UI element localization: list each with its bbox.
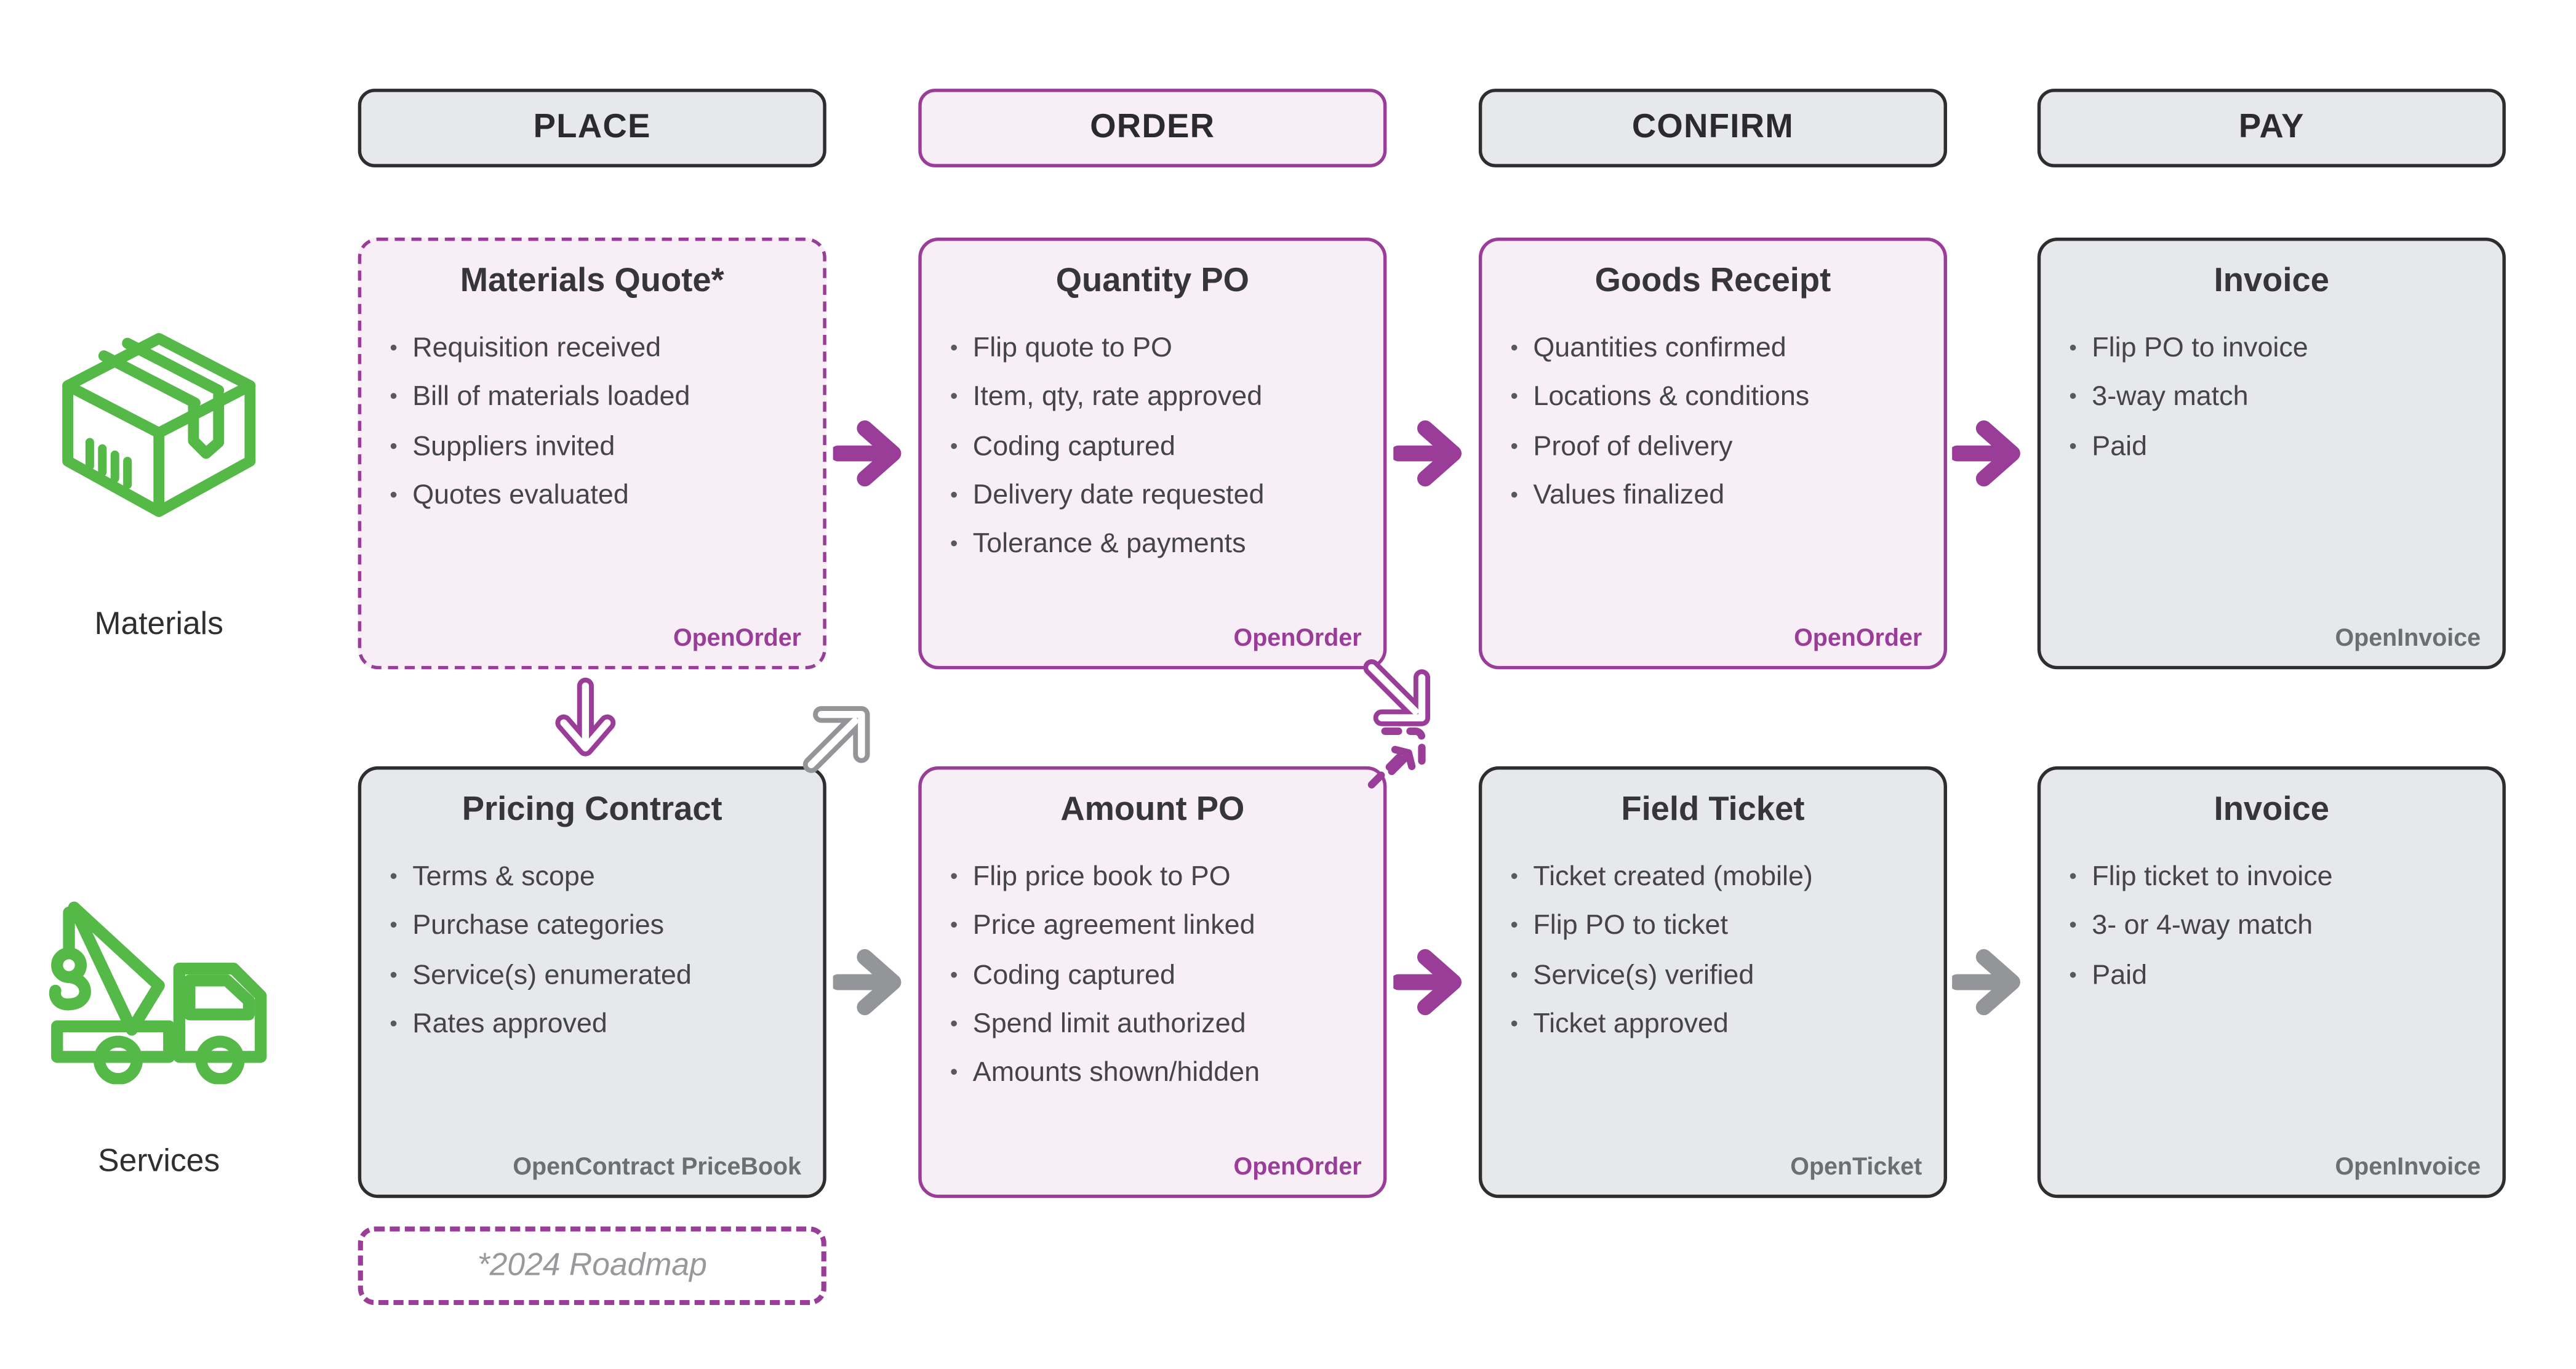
box-quantity-po: Quantity PO Flip quote to PO Item, qty, … (918, 237, 1387, 670)
bullet-item: Flip quote to PO (950, 324, 1370, 374)
box-title: Invoice (2214, 791, 2329, 829)
bullet-item: Bill of materials loaded (390, 374, 809, 423)
box-invoice-materials: Invoice Flip PO to invoice 3-way match P… (2037, 237, 2506, 670)
box-materials-quote: Materials Quote* Requisition received Bi… (358, 237, 826, 670)
bullet-list: Ticket created (mobile) Flip PO to ticke… (1482, 853, 1943, 1050)
column-header-confirm: CONFIRM (1478, 89, 1947, 167)
bullet-item: Proof of delivery (1511, 423, 1930, 472)
arrow-right-purple-icon (1952, 420, 2032, 487)
bullet-item: Purchase categories (390, 902, 809, 952)
bullet-item: Amounts shown/hidden (950, 1050, 1370, 1099)
bullet-item: Flip PO to ticket (1511, 902, 1930, 952)
bullet-item: Terms & scope (390, 853, 809, 902)
column-header-pay: PAY (2037, 89, 2506, 167)
bullet-item: Suppliers invited (390, 423, 809, 472)
bullet-item: Quotes evaluated (390, 472, 809, 521)
bullet-item: Service(s) enumerated (390, 952, 809, 1001)
bullet-item: Price agreement linked (950, 902, 1370, 952)
bullet-list: Flip PO to invoice 3-way match Paid (2041, 324, 2502, 472)
product-tag: OpenTicket (1790, 1154, 1922, 1182)
product-tag: OpenContract PriceBook (513, 1154, 802, 1182)
box-title: Pricing Contract (462, 791, 722, 829)
box-title: Materials Quote* (460, 262, 724, 300)
product-tag: OpenOrder (1794, 625, 1922, 653)
arrow-down-outline-purple-icon (552, 677, 619, 761)
bullet-item: Ticket approved (1511, 1001, 1930, 1050)
bullet-item: Quantities confirmed (1511, 324, 1930, 374)
row-label-services: Services (98, 1144, 220, 1180)
bullet-list: Requisition received Bill of materials l… (361, 324, 823, 521)
bullet-item: Coding captured (950, 423, 1370, 472)
column-header-place: PLACE (358, 89, 826, 167)
bullet-item: Paid (2069, 423, 2489, 472)
product-tag: OpenInvoice (2335, 1154, 2481, 1182)
arrow-right-gray-icon (1952, 949, 2032, 1016)
bullet-item: Tolerance & payments (950, 521, 1370, 571)
bullet-item: Ticket created (mobile) (1511, 853, 1930, 902)
bullet-item: Service(s) verified (1511, 952, 1930, 1001)
bullet-item: Rates approved (390, 1001, 809, 1050)
product-tag: OpenOrder (673, 625, 802, 653)
box-goods-receipt: Goods Receipt Quantities confirmed Locat… (1478, 237, 1947, 670)
bullet-list: Quantities confirmed Locations & conditi… (1482, 324, 1943, 521)
arrow-right-purple-icon (1393, 949, 1473, 1016)
bullet-item: Spend limit authorized (950, 1001, 1370, 1050)
column-header-order: ORDER (918, 89, 1387, 167)
bullet-item: Values finalized (1511, 472, 1930, 521)
crane-truck-icon (44, 880, 274, 1085)
box-title: Goods Receipt (1594, 262, 1831, 300)
row-label-materials: Materials (94, 607, 223, 643)
arrow-right-gray-icon (833, 949, 913, 1016)
box-amount-po: Amount PO Flip price book to PO Price ag… (918, 766, 1387, 1198)
box-pricing-contract: Pricing Contract Terms & scope Purchase … (358, 766, 826, 1198)
arrow-up-right-outline-gray-icon (799, 703, 873, 777)
bullet-item: Locations & conditions (1511, 374, 1930, 423)
arrow-right-purple-icon (833, 420, 913, 487)
bullet-item: 3-way match (2069, 374, 2489, 423)
arrow-right-purple-icon (1393, 420, 1473, 487)
product-tag: OpenOrder (1233, 1154, 1362, 1182)
arrow-down-right-outline-purple-icon (1360, 656, 1434, 730)
product-tag: OpenOrder (1233, 625, 1362, 653)
bullet-item: Flip ticket to invoice (2069, 853, 2489, 902)
bullet-list: Flip quote to PO Item, qty, rate approve… (922, 324, 1383, 570)
bullet-list: Terms & scope Purchase categories Servic… (361, 853, 823, 1050)
arrow-up-right-dashed-purple-icon (1360, 720, 1434, 793)
product-tag: OpenInvoice (2335, 625, 2481, 653)
bullet-item: Flip PO to invoice (2069, 324, 2489, 374)
bullet-item: Coding captured (950, 952, 1370, 1001)
box-field-ticket: Field Ticket Ticket created (mobile) Fli… (1478, 766, 1947, 1198)
bullet-list: Flip ticket to invoice 3- or 4-way match… (2041, 853, 2502, 1000)
bullet-item: Paid (2069, 952, 2489, 1001)
box-title: Amount PO (1060, 791, 1245, 829)
box-title: Invoice (2214, 262, 2329, 300)
roadmap-note: *2024 Roadmap (358, 1226, 826, 1306)
package-icon (55, 328, 263, 522)
bullet-item: Item, qty, rate approved (950, 374, 1370, 423)
bullet-item: Requisition received (390, 324, 809, 374)
box-title: Field Ticket (1621, 791, 1805, 829)
box-title: Quantity PO (1055, 262, 1249, 300)
bullet-item: Flip price book to PO (950, 853, 1370, 902)
bullet-item: 3- or 4-way match (2069, 902, 2489, 952)
bullet-item: Delivery date requested (950, 472, 1370, 521)
bullet-list: Flip price book to PO Price agreement li… (922, 853, 1383, 1099)
box-invoice-services: Invoice Flip ticket to invoice 3- or 4-w… (2037, 766, 2506, 1198)
